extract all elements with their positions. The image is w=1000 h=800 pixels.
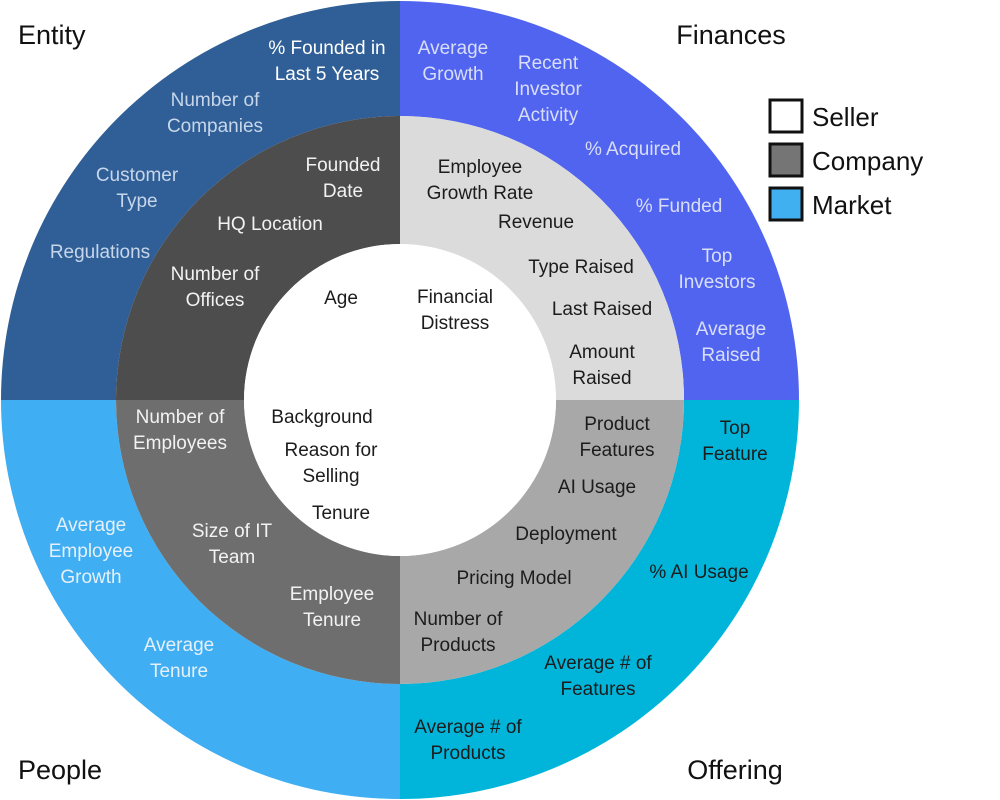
legend-label-seller: Seller — [812, 102, 879, 132]
label-type-raised: Type Raised — [528, 257, 634, 278]
entity-middle-ring-segment — [116, 116, 400, 400]
legend-swatch-seller — [768, 98, 804, 134]
legend-label-market: Market — [812, 190, 892, 220]
finances-middle-ring-segment — [400, 116, 684, 400]
legend-label-company: Company — [812, 146, 923, 176]
finances-outer-ring-segment — [400, 1, 799, 400]
quadrant-title-people: People — [18, 755, 102, 785]
label-pct-acquired: % Acquired — [585, 139, 681, 160]
entity-outer-ring-segment — [1, 1, 400, 400]
legend-swatch-market — [768, 186, 804, 222]
quadrant-title-finances: Finances — [676, 20, 786, 50]
people-middle-ring-segment — [116, 400, 400, 684]
label-pct-funded: % Funded — [636, 196, 723, 217]
offering-outer-ring-segment — [400, 400, 799, 799]
label-pricing-model: Pricing Model — [456, 568, 571, 589]
label-tenure: Tenure — [312, 503, 370, 524]
offering-middle-ring-segment — [400, 400, 684, 684]
label-deployment: Deployment — [515, 524, 617, 545]
label-ai-usage: AI Usage — [558, 477, 636, 498]
seller-inner-circle — [244, 244, 556, 556]
label-revenue: Revenue — [498, 212, 574, 233]
people-outer-ring-segment — [1, 400, 400, 799]
label-age: Age — [324, 288, 358, 309]
legend: Seller Company Market — [768, 98, 923, 222]
label-background: Background — [271, 407, 372, 428]
label-pct-ai-usage: % AI Usage — [649, 562, 748, 583]
label-hq-location: HQ Location — [217, 214, 323, 235]
label-last-raised: Last Raised — [552, 299, 652, 320]
quadrant-title-offering: Offering — [687, 755, 783, 785]
quadrant-title-entity: Entity — [18, 20, 86, 50]
legend-swatch-company — [768, 142, 804, 178]
label-regulations: Regulations — [50, 242, 150, 263]
